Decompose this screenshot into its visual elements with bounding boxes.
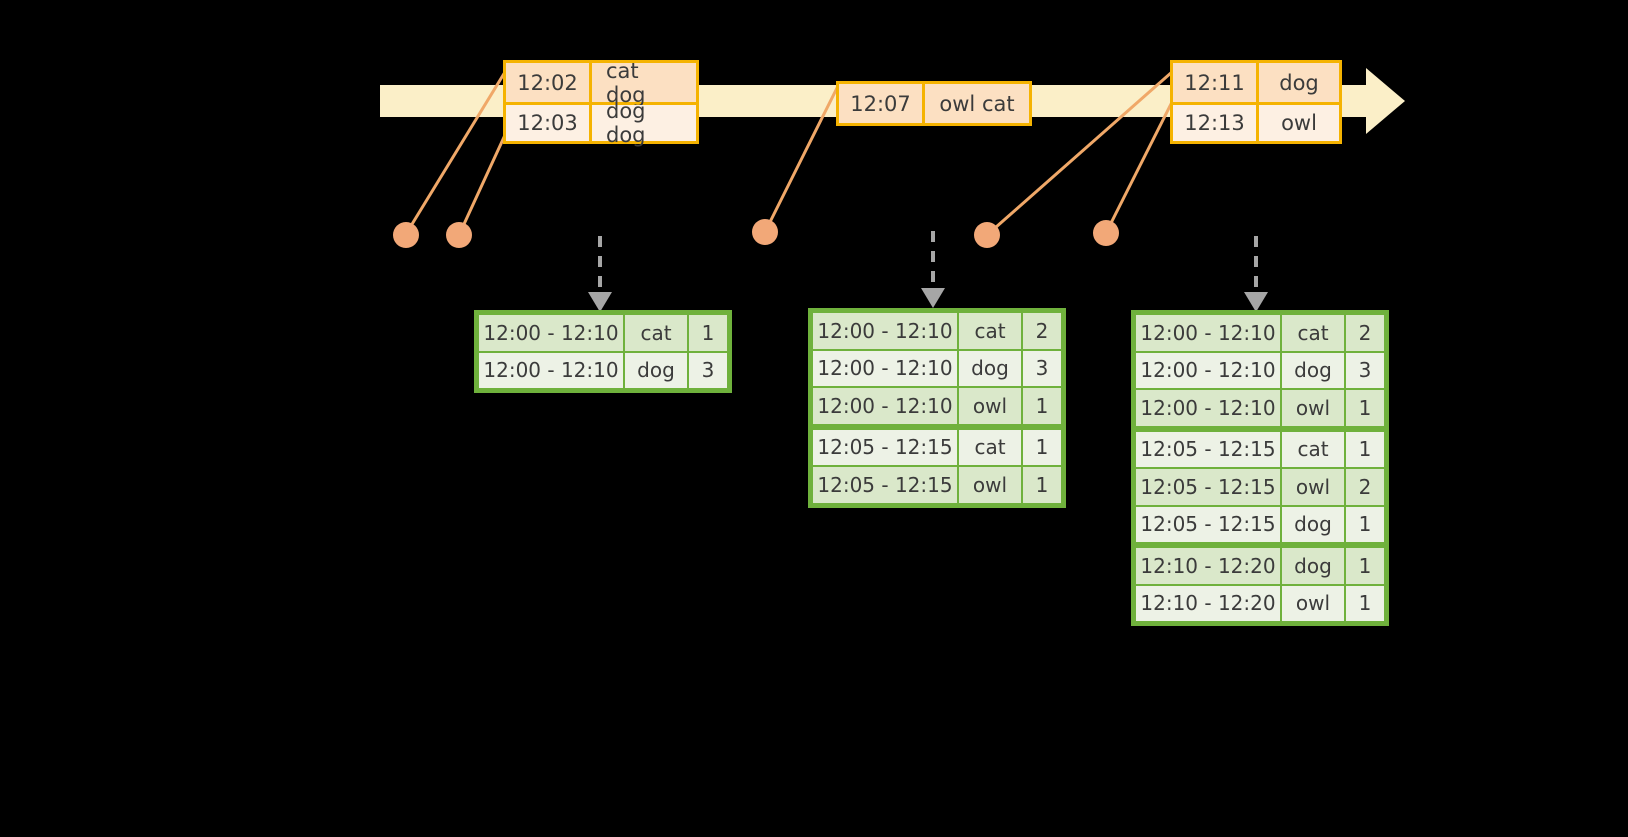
event-time: 12:13 — [1173, 105, 1259, 141]
window-cell: 12:05 - 12:15 — [812, 466, 958, 504]
event-marker-1 — [393, 222, 419, 248]
window-group-separator — [1135, 426, 1385, 431]
event-marker-3 — [752, 219, 778, 245]
event-words: cat dog — [592, 59, 696, 107]
event-marker-5 — [1093, 220, 1119, 246]
window-cell: 12:00 - 12:10 — [1135, 351, 1281, 389]
count-cell: 1 — [1022, 387, 1062, 425]
window-cell: 12:05 - 12:15 — [1135, 430, 1281, 468]
window-group-separator — [812, 424, 1062, 429]
word-cell: owl — [1281, 389, 1345, 427]
count-cell: 1 — [1022, 428, 1062, 466]
word-cell: owl — [1281, 468, 1345, 506]
window-cell: 12:05 - 12:15 — [812, 428, 958, 466]
word-cell: dog — [1281, 351, 1345, 389]
count-cell: 2 — [1345, 468, 1385, 506]
event-marker-2 — [446, 222, 472, 248]
word-cell: dog — [1281, 505, 1345, 543]
window-cell: 12:00 - 12:10 — [812, 312, 958, 350]
event-row: 12:13 owl — [1173, 102, 1339, 141]
count-cell: 3 — [688, 351, 728, 389]
event-time: 12:11 — [1173, 63, 1259, 102]
count-cell: 1 — [1022, 466, 1062, 504]
result-arrows — [598, 231, 1258, 292]
event-row: 12:03 dog dog — [506, 99, 696, 147]
event-words: dog dog — [592, 99, 696, 147]
word-cell: owl — [1281, 584, 1345, 622]
event-time: 12:02 — [506, 63, 592, 102]
word-cell: cat — [958, 428, 1022, 466]
event-row: 12:07 owl cat — [839, 84, 1029, 123]
word-cell: cat — [1281, 430, 1345, 468]
count-cell: 3 — [1345, 351, 1385, 389]
event-row: 12:11 dog — [1173, 63, 1339, 102]
word-cell: owl — [958, 387, 1022, 425]
window-cell: 12:00 - 12:10 — [1135, 389, 1281, 427]
count-cell: 3 — [1022, 349, 1062, 387]
event-time: 12:03 — [506, 105, 592, 141]
event-group-2: 12:07 owl cat — [836, 81, 1032, 126]
event-group-1: 12:02 cat dog 12:03 dog dog — [503, 59, 699, 147]
event-markers — [393, 219, 1119, 248]
window-cell: 12:05 - 12:15 — [1135, 468, 1281, 506]
window-cell: 12:00 - 12:10 — [812, 349, 958, 387]
count-cell: 1 — [1345, 584, 1385, 622]
count-cell: 1 — [1345, 505, 1385, 543]
count-cell: 1 — [1345, 547, 1385, 585]
window-cell: 12:00 - 12:10 — [1135, 314, 1281, 352]
window-cell: 12:10 - 12:20 — [1135, 547, 1281, 585]
window-cell: 12:00 - 12:10 — [478, 351, 624, 389]
window-cell: 12:00 - 12:10 — [478, 314, 624, 352]
event-words: owl — [1259, 105, 1339, 141]
count-cell: 1 — [1345, 430, 1385, 468]
word-cell: cat — [958, 312, 1022, 350]
event-words: owl cat — [925, 84, 1029, 123]
word-cell: cat — [624, 314, 688, 352]
event-marker-4 — [974, 222, 1000, 248]
count-cell: 1 — [1345, 389, 1385, 427]
word-cell: dog — [958, 349, 1022, 387]
event-words: dog — [1259, 63, 1339, 102]
word-cell: dog — [1281, 547, 1345, 585]
word-cell: cat — [1281, 314, 1345, 352]
count-cell: 2 — [1345, 314, 1385, 352]
word-cell: dog — [624, 351, 688, 389]
event-group-3: 12:11 dog 12:13 owl — [1170, 60, 1342, 144]
event-time: 12:07 — [839, 84, 925, 123]
window-cell: 12:10 - 12:20 — [1135, 584, 1281, 622]
count-cell: 1 — [688, 314, 728, 352]
event-row: 12:02 cat dog — [506, 59, 696, 107]
window-cell: 12:05 - 12:15 — [1135, 505, 1281, 543]
window-group-separator — [1135, 543, 1385, 547]
window-cell: 12:00 - 12:10 — [812, 387, 958, 425]
word-cell: owl — [958, 466, 1022, 504]
count-cell: 2 — [1022, 312, 1062, 350]
timeline-arrowhead — [1366, 68, 1405, 134]
